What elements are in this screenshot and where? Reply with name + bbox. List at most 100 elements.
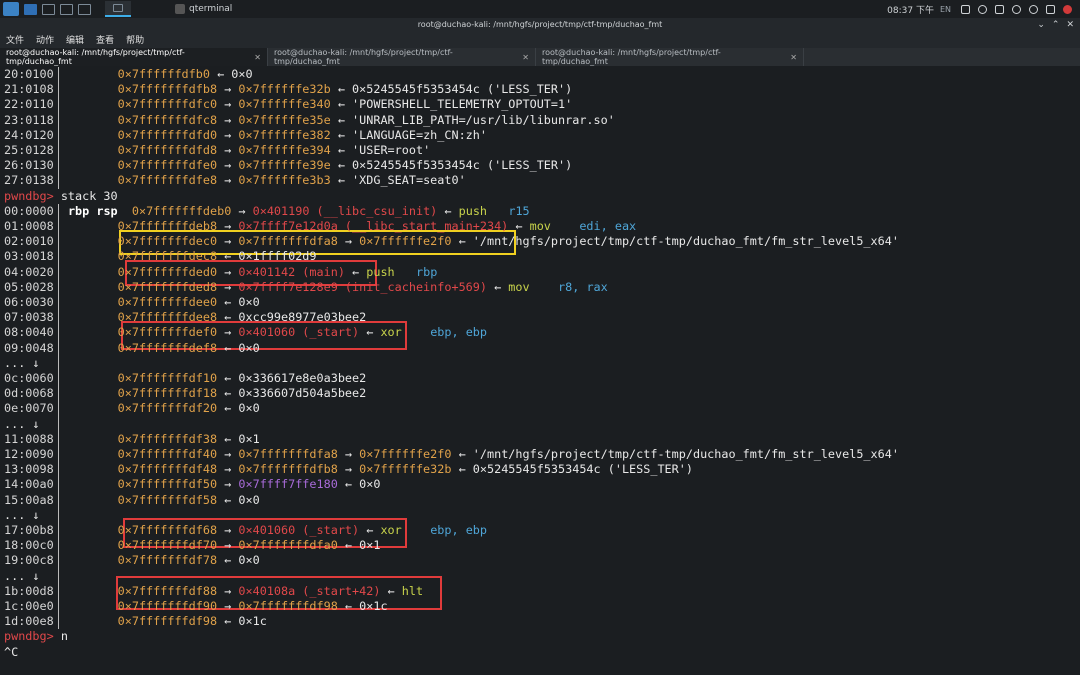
terminal-segment: 25:0128 — [4, 143, 54, 157]
terminal-segment: ← 0×5245545f5353454c ('LESS_TER') — [451, 462, 693, 477]
power-icon[interactable] — [1063, 4, 1072, 14]
terminal-segment — [54, 128, 118, 142]
tab-label: root@duchao-kali: /mnt/hgfs/project/tmp/… — [274, 48, 453, 66]
close-icon[interactable]: ✕ — [1066, 20, 1074, 30]
terminal-segment: ← — [508, 219, 530, 233]
terminal-segment: xor — [380, 325, 402, 340]
file-manager-icon[interactable] — [42, 3, 55, 15]
terminal-line: 01:0008 0×7fffffffdeb8 → 0×7ffff7e12d0a … — [4, 219, 636, 234]
terminal-segment: ← 0×0 — [217, 492, 260, 507]
volume-icon[interactable] — [995, 4, 1004, 14]
terminal-segment: 0d:0068 — [4, 386, 54, 401]
terminal-icon[interactable] — [60, 3, 73, 15]
terminal-segment: 07:0038 — [4, 310, 54, 325]
terminal-segment: → — [217, 219, 239, 233]
highlight-box-start-42 — [116, 576, 442, 610]
terminal-segment: 0×7ffffffdfb0 — [117, 67, 210, 81]
terminal-segment — [54, 477, 118, 491]
browser-icon[interactable] — [78, 3, 91, 15]
window-titlebar[interactable]: root@duchao-kali: /mnt/hgfs/project/tmp/… — [0, 18, 1080, 31]
terminal-segment — [54, 204, 68, 218]
terminal-segment: pwndbg> — [4, 629, 54, 644]
terminal-segment: r8, rax — [558, 279, 608, 294]
terminal-segment: → — [217, 112, 239, 127]
terminal-segment: 26:0130 — [4, 158, 54, 173]
terminal-segment — [54, 401, 118, 415]
highlight-box-start-2 — [123, 518, 407, 548]
terminal-segment: 0×7fffffffdeb8 — [117, 219, 218, 233]
terminal-segment: ← 0×5245545f5353454c ('LESS_TER') — [330, 158, 573, 173]
terminal-segment: 0×7fffffffdeb0 — [131, 203, 232, 218]
terminal-segment: 0×7fffffffdec8 — [117, 249, 218, 264]
tab-1[interactable]: root@duchao-kali: /mnt/hgfs/project/tmp/… — [0, 48, 268, 66]
column-separator — [58, 67, 59, 189]
terminal-segment: 00:0000 — [4, 203, 54, 218]
tab-bar: root@duchao-kali: /mnt/hgfs/project/tmp/… — [0, 48, 1080, 66]
terminal-segment: 0×7fffffffdf10 — [117, 371, 218, 385]
terminal-segment: 01:0008 — [4, 219, 54, 233]
settings-icon[interactable] — [1029, 4, 1038, 14]
terminal-segment: ← 0×1c — [217, 614, 267, 629]
terminal-segment — [54, 265, 118, 279]
tab-close-icon[interactable]: ✕ — [254, 52, 261, 62]
tab-close-icon[interactable]: ✕ — [522, 52, 529, 62]
terminal-segment: 1d:00e8 — [4, 614, 54, 629]
terminal-segment: 0×7fffffffdf90 — [117, 599, 218, 613]
terminal-line: 27:0138 0×7fffffffdfe8 → 0×7ffffffe3b3 ←… — [4, 173, 466, 188]
terminal-segment — [54, 599, 118, 613]
terminal-line: 02:0010 0×7fffffffdec0 → 0×7fffffffdfa8 … — [4, 234, 899, 249]
terminal-segment — [54, 173, 118, 187]
terminal-line: 1c:00e0 0×7fffffffdf90 → 0×7fffffffdf98 … — [4, 599, 388, 614]
terminal-segment — [54, 614, 118, 628]
terminal-segment: 0×7fffffffded0 — [117, 264, 218, 279]
lock-icon[interactable] — [1046, 4, 1055, 14]
terminal-line: 0d:0068 0×7fffffffdf18 ← 0×336607d504a5b… — [4, 386, 366, 401]
menu-edit[interactable]: 编辑 — [66, 36, 85, 46]
tab-3[interactable]: root@duchao-kali: /mnt/hgfs/project/tmp/… — [536, 48, 804, 66]
terminal-segment: 0×7fffffffdf88 — [117, 583, 218, 598]
display-icon[interactable] — [961, 4, 970, 14]
terminal-line: 18:00c0 0×7fffffffdf70 → 0×7fffffffdfa0 … — [4, 538, 380, 553]
terminal-segment: 0×7fffffffdfa8 — [238, 234, 338, 249]
clock[interactable]: 08:37 下午 — [887, 5, 934, 16]
tab-2[interactable]: root@duchao-kali: /mnt/hgfs/project/tmp/… — [268, 48, 536, 66]
tab-close-icon[interactable]: ✕ — [790, 52, 797, 62]
terminal-segment: 08:0040 — [4, 325, 54, 340]
maximize-icon[interactable]: ⌃ — [1051, 20, 1060, 30]
terminal-segment — [54, 249, 118, 263]
taskbar-active-window[interactable] — [105, 1, 131, 17]
terminal-segment — [54, 538, 118, 552]
highlight-box-main — [125, 260, 377, 286]
terminal-segment: 0×7ffffffe32b — [238, 82, 331, 97]
terminal-segment: → — [217, 158, 239, 173]
terminal-line: 17:00b8 0×7fffffffdf68 → 0×401060 (_star… — [4, 523, 487, 538]
terminal-segment: ← 'UNRAR_LIB_PATH=/usr/lib/libunrar.so' — [330, 112, 615, 127]
terminal-segment: mov — [529, 219, 551, 233]
terminal-segment: 0×7ffffffe382 — [238, 127, 331, 142]
taskbar-qterminal-label: qterminal — [189, 4, 233, 14]
terminal-segment: 20:0100 — [4, 67, 54, 81]
app-launcher-icon[interactable] — [3, 2, 19, 16]
desktop-icon[interactable] — [24, 3, 37, 15]
terminal-segment: 04:0020 — [4, 264, 54, 279]
terminal-line: pwndbg> stack 30 — [4, 189, 118, 204]
network-icon[interactable] — [978, 4, 987, 14]
terminal-segment: 05:0028 — [4, 279, 54, 294]
terminal-segment — [118, 204, 132, 218]
terminal-segment: → — [217, 264, 239, 279]
terminal-segment — [54, 113, 118, 127]
highlight-box-start — [121, 321, 407, 350]
notifications-icon[interactable] — [1012, 4, 1021, 14]
terminal-segment: 0×7fffffffdf40 — [117, 447, 218, 461]
tab-label: root@duchao-kali: /mnt/hgfs/project/tmp/… — [542, 48, 721, 66]
keyboard-layout[interactable]: EN — [939, 4, 951, 14]
terminal-segment: 0×7fffffffdfa0 — [238, 538, 338, 553]
terminal-line: 05:0028 0×7fffffffded8 → 0×7ffff7e128e9 … — [4, 280, 608, 295]
taskbar-qterminal[interactable]: qterminal — [175, 4, 232, 14]
minimize-icon[interactable]: ⌄ — [1037, 20, 1045, 30]
menu-file[interactable]: 文件 — [6, 36, 25, 46]
menu-view[interactable]: 查看 — [96, 36, 115, 46]
menu-help[interactable]: 帮助 — [126, 36, 145, 46]
menu-actions[interactable]: 动作 — [36, 36, 55, 46]
